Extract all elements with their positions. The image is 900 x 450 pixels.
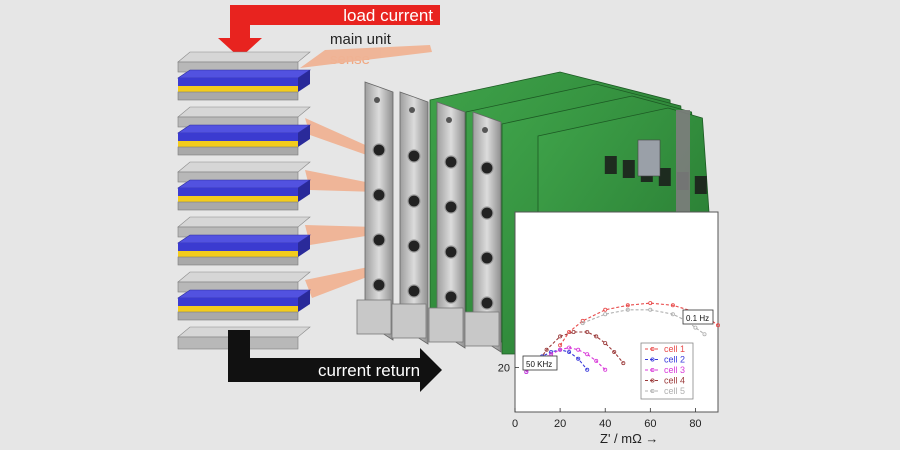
series-point [585, 329, 590, 334]
impedance-plot: 0 20 40 60 80 20 Z' / mΩ → 50 KHz 0.1 Hz cell… [498, 211, 721, 446]
series-point [716, 323, 721, 328]
series-point [580, 321, 585, 326]
series-point [567, 345, 572, 350]
x-tick-label: 60 [644, 418, 656, 430]
series-point [576, 356, 581, 361]
series-point [670, 312, 675, 317]
series-point [625, 303, 630, 308]
plot-ticks: 0 20 40 60 80 20 [498, 363, 702, 430]
series-point [621, 361, 626, 366]
series-line [537, 331, 624, 364]
front-panel [464, 111, 502, 353]
freq-low-label: 0.1 Hz [686, 314, 709, 323]
series-point [603, 312, 608, 317]
series-point [580, 318, 585, 323]
x-tick-label: 0 [512, 418, 518, 430]
series-point [603, 341, 608, 346]
series-point [567, 349, 572, 354]
legend-marker [650, 346, 655, 351]
legend-label: cell 1 [664, 344, 685, 354]
fuel-cell-stack [177, 51, 311, 350]
pcb-chip [637, 139, 661, 177]
series-point [693, 325, 698, 330]
x-tick-label: 20 [554, 418, 566, 430]
series-point [603, 367, 608, 372]
front-panels [356, 81, 502, 353]
current-return-arrow [228, 330, 442, 392]
series-point [571, 329, 576, 334]
series-point [670, 303, 675, 308]
x-axis-label: Z' / mΩ → [600, 431, 658, 446]
series-point [558, 334, 563, 339]
series-point [603, 307, 608, 312]
series-point [567, 329, 572, 334]
load-current-label: load current [343, 6, 433, 25]
stack-cell [177, 161, 311, 211]
series-point [702, 332, 707, 337]
legend-label: cell 2 [664, 355, 685, 365]
front-panel [391, 91, 429, 345]
legend-label: cell 4 [664, 376, 685, 386]
series-point [625, 307, 630, 312]
freq-low-box [682, 309, 714, 325]
legend-marker [650, 357, 655, 362]
stack-cell [177, 51, 311, 101]
sense-wedges [300, 45, 432, 298]
legend-label: cell 5 [664, 386, 685, 396]
x-tick-label: 40 [599, 418, 611, 430]
load-current-arrow [218, 5, 440, 58]
legend-marker [650, 388, 655, 393]
series-point [648, 301, 653, 306]
current-return-label: current return [318, 361, 420, 380]
freq-high-label: 50 KHz [526, 360, 552, 369]
series-point [558, 347, 563, 352]
legend-box [640, 342, 694, 400]
series-point [585, 367, 590, 372]
series-point [544, 347, 549, 352]
y-tick-label: 20 [498, 363, 510, 375]
series-point [576, 347, 581, 352]
legend-marker [650, 378, 655, 383]
front-panel [428, 101, 466, 349]
front-panel [356, 81, 394, 341]
stack-cell [177, 271, 311, 321]
series-point [648, 307, 653, 312]
stack-cell [177, 106, 311, 156]
stack-cell [177, 216, 311, 266]
series-point [612, 349, 617, 354]
legend-marker [650, 367, 655, 372]
series-point [594, 358, 599, 363]
legend-label: cell 3 [664, 365, 685, 375]
series-point [558, 343, 563, 348]
freq-high-box [522, 355, 558, 371]
x-tick-label: 80 [689, 418, 701, 430]
main-unit-label: main unit [330, 31, 392, 48]
series-point [594, 334, 599, 339]
series-point [585, 352, 590, 357]
